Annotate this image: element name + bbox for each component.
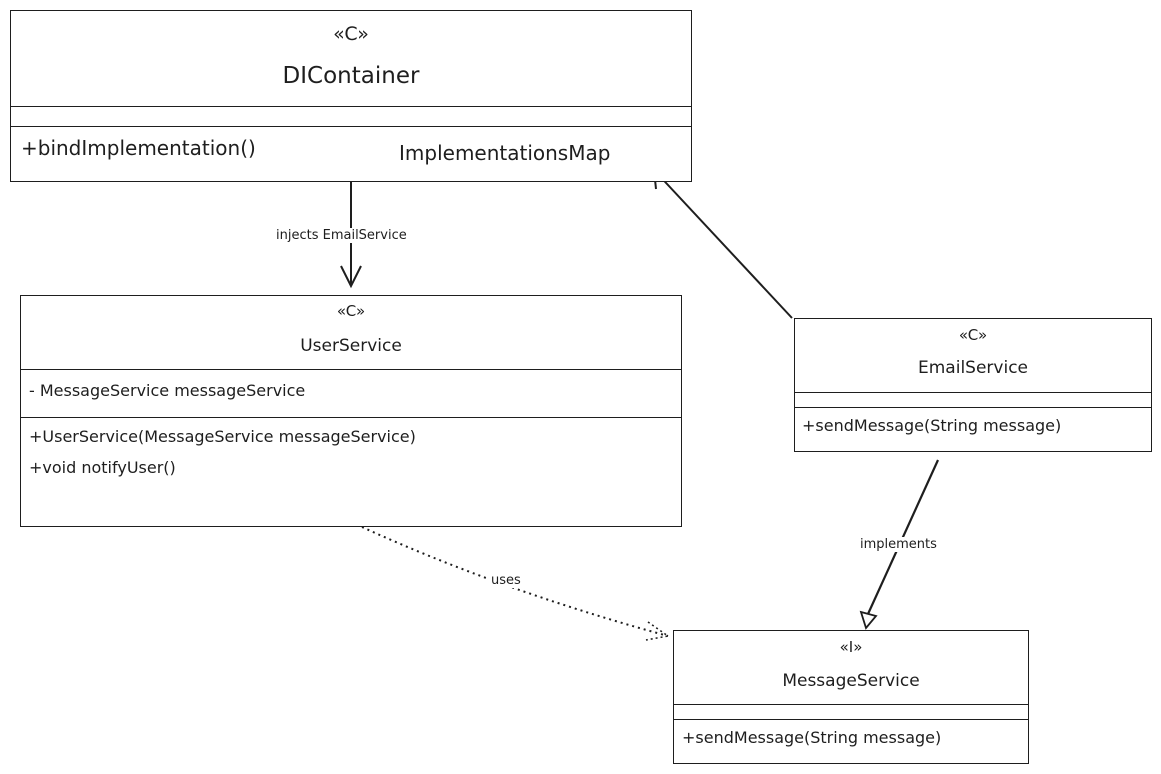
uses-label: uses [489,573,523,588]
email-to-map-line [653,169,793,319]
di-container-name: DIContainer [282,63,420,89]
implements-hollow-triangle [859,610,878,630]
user-service-method-constructor: +UserService(MessageService messageServi… [29,427,416,446]
message-service-interface[interactable]: «I» MessageService +sendMessage(String m… [673,630,1029,764]
user-service-attribute: - MessageService messageService [29,381,306,400]
user-service-class[interactable]: «C» UserService - MessageService message… [20,295,682,527]
email-service-class[interactable]: «C» EmailService +sendMessage(String mes… [794,318,1152,452]
message-service-divider-1 [674,704,1028,705]
user-service-name: UserService [300,336,402,356]
injects-arrow-head [340,265,362,289]
di-container-stereotype: «C» [333,23,369,45]
user-service-method-notify: +void notifyUser() [29,458,176,477]
di-container-method-bind: +bindImplementation() [21,136,256,160]
di-container-divider-2 [11,126,691,127]
injects-label: injects EmailService [274,228,409,243]
di-container-divider-1 [11,106,691,107]
message-service-name: MessageService [782,671,920,691]
email-service-stereotype: «C» [958,326,988,344]
email-service-divider-1 [795,392,1151,393]
implements-label: implements [858,537,939,552]
di-container-implementations-map: ImplementationsMap [399,141,611,165]
email-service-divider-2 [795,407,1151,408]
user-service-divider-2 [21,417,681,418]
message-service-stereotype: «I» [839,638,863,656]
di-container-class[interactable]: «C» DIContainer +bindImplementation() Im… [10,10,692,182]
user-service-stereotype: «C» [336,302,366,320]
message-service-method-send: +sendMessage(String message) [682,728,942,747]
email-service-name: EmailService [918,358,1028,378]
email-service-method-send: +sendMessage(String message) [802,416,1062,435]
message-service-divider-2 [674,719,1028,720]
user-service-divider-1 [21,369,681,370]
